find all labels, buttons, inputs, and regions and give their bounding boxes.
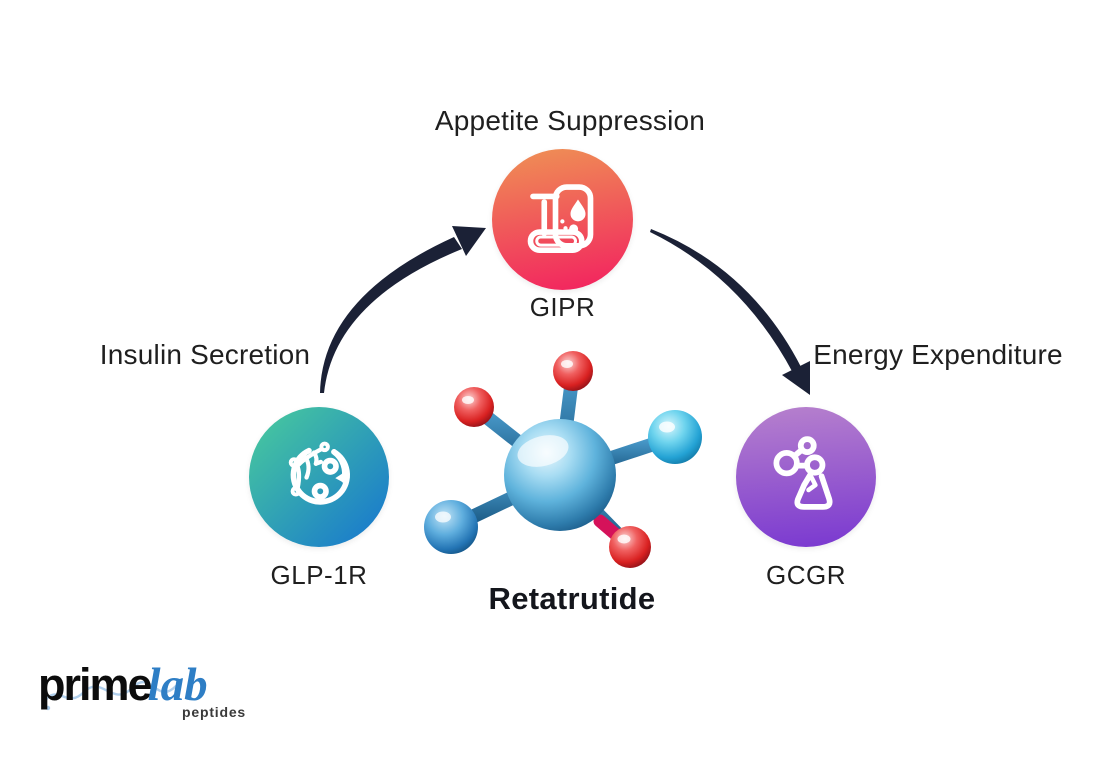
insulin-secretion-label: Insulin Secretion (99, 339, 311, 370)
gipr-receptor-label: GIPR (529, 292, 596, 322)
logo-scribble-decoration (42, 680, 178, 711)
gipr-node (492, 149, 633, 290)
logo-tagline-text: peptides (182, 704, 246, 720)
retatrutide-molecule-illustration (424, 351, 702, 568)
energy-expenditure-label: Energy Expenditure (813, 339, 1063, 370)
flask-molecule-icon (766, 435, 846, 520)
gcgr-node (736, 407, 876, 547)
glp1r-node (249, 407, 389, 547)
medicine-droplet-icon (523, 177, 603, 262)
primelab-logo: primelab peptides (38, 658, 245, 720)
appetite-suppression-label: Appetite Suppression (434, 105, 706, 136)
gcgr-receptor-label: GCGR (766, 560, 846, 590)
logo-lab-text: lab (147, 659, 208, 711)
molecule-atoms (424, 351, 702, 568)
cell-renewal-icon (279, 435, 359, 520)
glp1r-receptor-label: GLP-1R (270, 560, 368, 590)
logo-prime-text: prime (38, 659, 153, 710)
retatrutide-title: Retatrutide (488, 581, 656, 616)
